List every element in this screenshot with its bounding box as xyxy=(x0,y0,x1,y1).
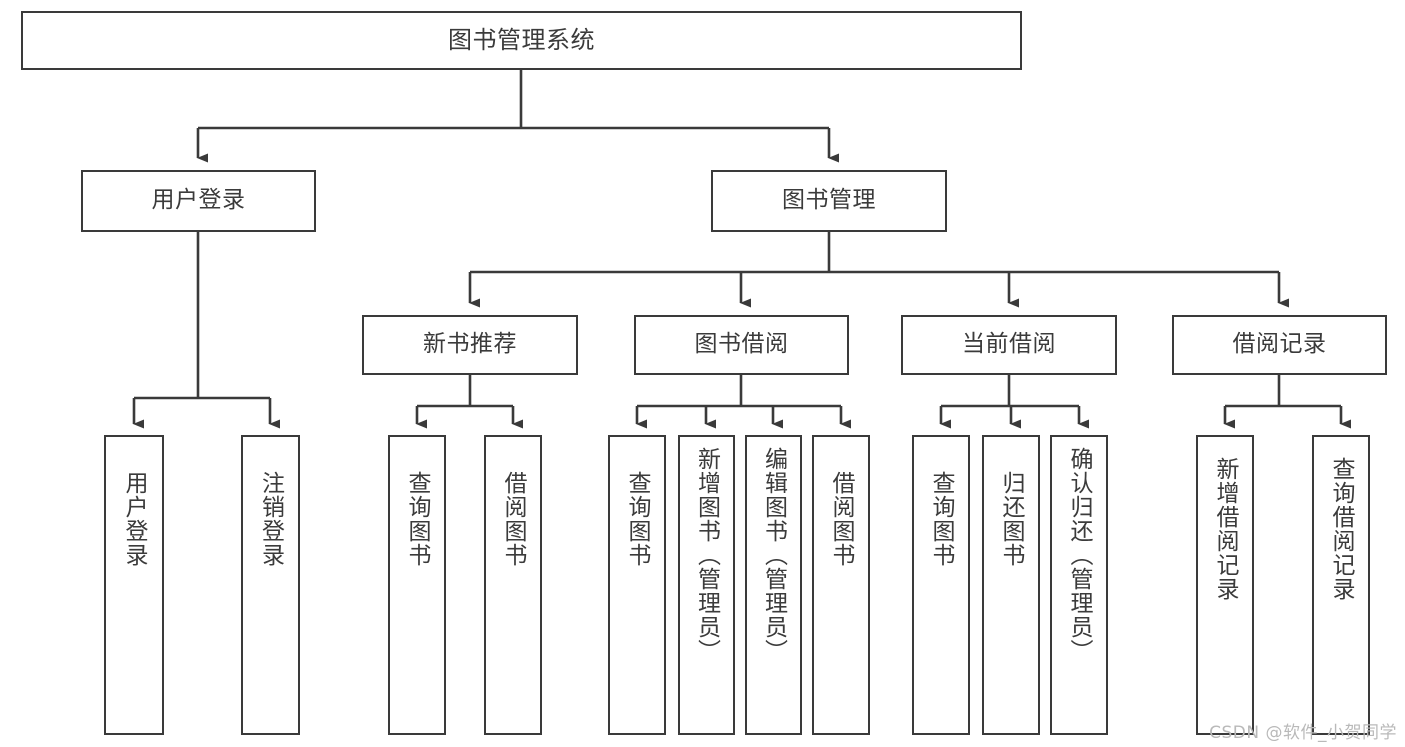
node-label: 注销登录 xyxy=(257,471,284,567)
node-label: 归还图书 xyxy=(998,471,1025,567)
node-leaf-query-book-1[interactable]: 查询图书 xyxy=(388,435,446,735)
node-current-borrow[interactable]: 当前借阅 xyxy=(901,315,1117,375)
node-leaf-add-book[interactable]: 新增图书（管理员） xyxy=(678,435,735,735)
node-label: 用户登录 xyxy=(151,187,246,214)
node-label: 新增图书（管理员） xyxy=(693,447,720,663)
node-leaf-return-book[interactable]: 归还图书 xyxy=(982,435,1040,735)
node-label: 新增借阅记录 xyxy=(1212,457,1239,601)
node-label: 编辑图书（管理员） xyxy=(760,447,787,663)
node-label: 借阅图书 xyxy=(828,471,855,567)
node-book-manage[interactable]: 图书管理 xyxy=(711,170,947,232)
node-leaf-add-record[interactable]: 新增借阅记录 xyxy=(1196,435,1254,735)
node-borrow-record[interactable]: 借阅记录 xyxy=(1172,315,1387,375)
node-label: 借阅图书 xyxy=(500,471,527,567)
node-label: 借阅记录 xyxy=(1232,331,1327,358)
watermark-text: CSDN @软件_小贺同学 xyxy=(1209,723,1397,743)
node-leaf-edit-book[interactable]: 编辑图书（管理员） xyxy=(745,435,802,735)
node-new-book-recommend[interactable]: 新书推荐 xyxy=(362,315,578,375)
node-book-borrow[interactable]: 图书借阅 xyxy=(634,315,849,375)
node-label: 用户登录 xyxy=(121,471,148,567)
node-label: 查询借阅记录 xyxy=(1328,457,1355,601)
node-leaf-logout-login[interactable]: 注销登录 xyxy=(241,435,300,735)
node-leaf-query-record[interactable]: 查询借阅记录 xyxy=(1312,435,1370,735)
node-label: 查询图书 xyxy=(404,471,431,567)
node-label: 新书推荐 xyxy=(423,331,517,358)
node-label: 图书管理系统 xyxy=(448,26,595,55)
node-root-system[interactable]: 图书管理系统 xyxy=(21,11,1022,70)
node-leaf-query-book-2[interactable]: 查询图书 xyxy=(608,435,666,735)
node-label: 图书管理 xyxy=(782,187,876,214)
node-label: 当前借阅 xyxy=(962,331,1056,358)
node-leaf-confirm-return[interactable]: 确认归还（管理员） xyxy=(1050,435,1108,735)
node-leaf-user-login[interactable]: 用户登录 xyxy=(104,435,164,735)
node-leaf-borrow-book-1[interactable]: 借阅图书 xyxy=(484,435,542,735)
node-leaf-borrow-book-2[interactable]: 借阅图书 xyxy=(812,435,870,735)
node-label: 查询图书 xyxy=(624,471,651,567)
node-label: 图书借阅 xyxy=(694,331,789,358)
node-label: 查询图书 xyxy=(928,471,955,567)
node-user-login[interactable]: 用户登录 xyxy=(81,170,316,232)
node-leaf-query-book-3[interactable]: 查询图书 xyxy=(912,435,970,735)
node-label: 确认归还（管理员） xyxy=(1066,447,1093,663)
